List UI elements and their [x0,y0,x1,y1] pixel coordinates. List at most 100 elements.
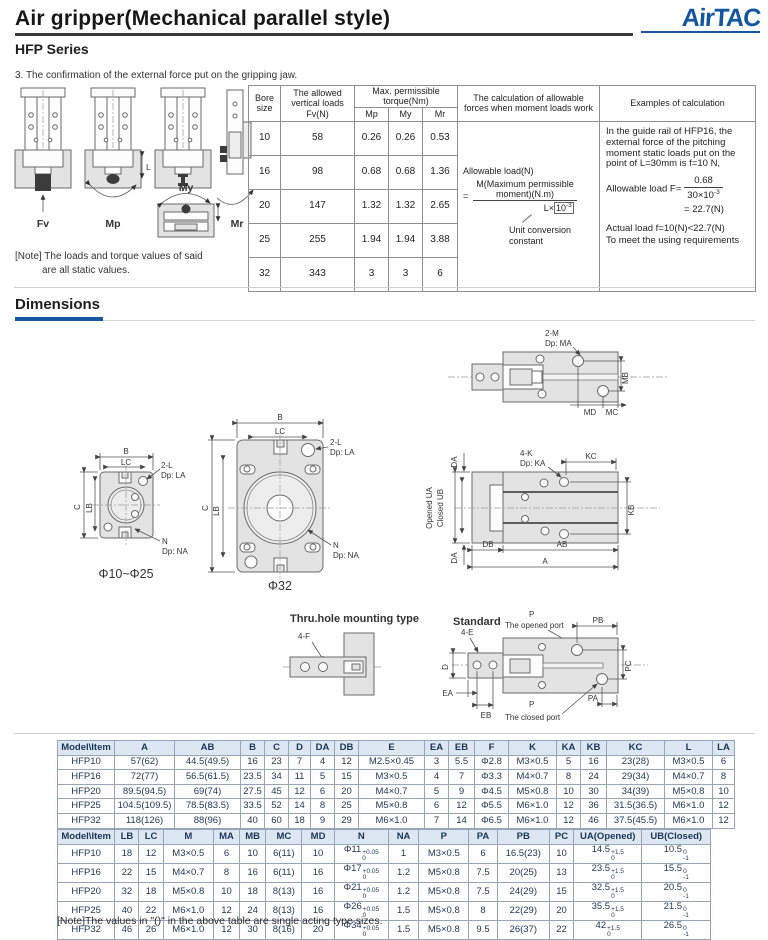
cell: 6(11) [265,843,303,864]
cell: 10 [548,843,575,864]
cell: Φ5.5 [474,798,509,814]
cell: 46 [580,812,607,829]
cell: 118(126) [114,812,175,829]
cell: 7.5 [468,881,498,902]
cell: M5×0.8 [358,798,425,814]
example-result: = 22.7(N) [684,204,724,216]
callout-4k-depth: Dp: KA [520,459,546,468]
cell: 15 [334,769,359,785]
col-header-mp: Mp [354,106,389,122]
cell: 16 [580,754,607,771]
callout-line [522,214,532,223]
cell: 23(28) [606,754,665,771]
cell: 12 [712,812,735,829]
cell: 6 [468,843,498,864]
cell: 10 [712,783,735,800]
cell: 34 [264,769,289,785]
cell: 1.5 [387,919,420,940]
dimensions-heading: Dimensions [15,296,101,313]
dim-label-mc: MC [606,408,619,417]
cell: 24 [580,769,607,785]
caption-small-bore: Φ10~Φ25 [98,567,153,581]
col-header-torque: Max. permissible torque(Nm) [353,85,459,108]
cell: 7 [424,812,449,829]
dim-label-eb: EB [481,711,492,720]
force-figures: Fv L Mp My [14,87,254,238]
side-view: 4-K Dp: KA KC DA Opened UA Closed UB KB … [425,449,660,570]
callout-n: N [162,537,168,546]
dim-label-kc: KC [585,452,596,461]
dim-label-pc: PC [624,660,633,671]
cell: 5 [424,783,449,800]
column-header: DA [310,740,335,756]
cell: 29(34) [606,769,665,785]
cell: 6 [424,798,449,814]
column-header: L [664,740,713,756]
cell: 1.2 [387,862,420,883]
callout-2m-depth: Dp: MA [545,339,572,348]
cell: 15 [548,881,575,902]
cell: 0.26 [388,120,423,156]
cell: Φ3.3 [474,769,509,785]
cell: 9 [448,783,475,800]
cell: 60 [264,812,289,829]
cell: 4 [424,769,449,785]
heading-blue-bar [15,317,103,321]
front-view-large: B LC C LB 2-L Dp: LA N Dp: NA Φ32 [201,413,359,593]
cell: 9.5 [468,919,498,940]
cell: HFP32 [57,812,115,829]
cell: M5×0.8 [418,919,470,940]
dim-label-ea: EA [442,689,453,698]
calc-denominator: L× [543,202,554,213]
cell: M3×0.5 [358,769,425,785]
cell: M5×0.8 [418,900,470,921]
cell: Φ4.5 [474,783,509,800]
col-header-bore: Bore size [248,85,281,122]
cell: 23.5 [240,769,265,785]
column-header: KA [556,740,581,756]
figure-my: My [154,87,221,238]
cell: 11 [288,769,311,785]
col-header-fv: The allowed vertical loads Fv(N) [280,85,355,122]
cell: 13 [548,862,575,883]
title-underline [15,33,633,36]
dim-label-closed-ub: Closed UB [436,489,445,527]
cell: 7 [288,754,311,771]
examples-cell: In the guide rail of HFP16, the external… [599,120,757,292]
cell: HFP20 [56,881,116,902]
col-header-my: My [388,106,423,122]
cell: 16 [240,754,265,771]
airtac-logo: AirTAC [680,4,762,32]
cell: 0.26 [354,120,389,156]
cell: 12 [138,843,164,864]
callout-2m: 2-M [545,329,559,338]
cell: 44.5(49.5) [174,754,241,771]
dim-label-md: MD [584,408,597,417]
cell: 3.88 [421,222,459,258]
cell: 6 [212,843,241,864]
tolerance: 0-1 [683,924,689,939]
label-l: L [146,162,151,172]
closed-port-label: The closed port [505,713,561,722]
column-header: PC [548,829,575,845]
single-acting-note: [Note]The values in "()" in the above ta… [57,915,383,927]
callout-4k: 4-K [520,449,533,458]
column-header: LC [138,829,164,845]
calc-numerator-2: moment)(N.m) [496,189,555,200]
cell: 0.68 [354,154,389,190]
column-header: DB [334,740,359,756]
cell: 37.5(45.5) [606,812,665,829]
cell: 88(96) [174,812,241,829]
table-row: 20 147 1.32 1.32 2.65 [248,188,756,224]
cell: 10 [301,843,335,864]
callout-n-depth: Dp: NA [333,551,359,560]
